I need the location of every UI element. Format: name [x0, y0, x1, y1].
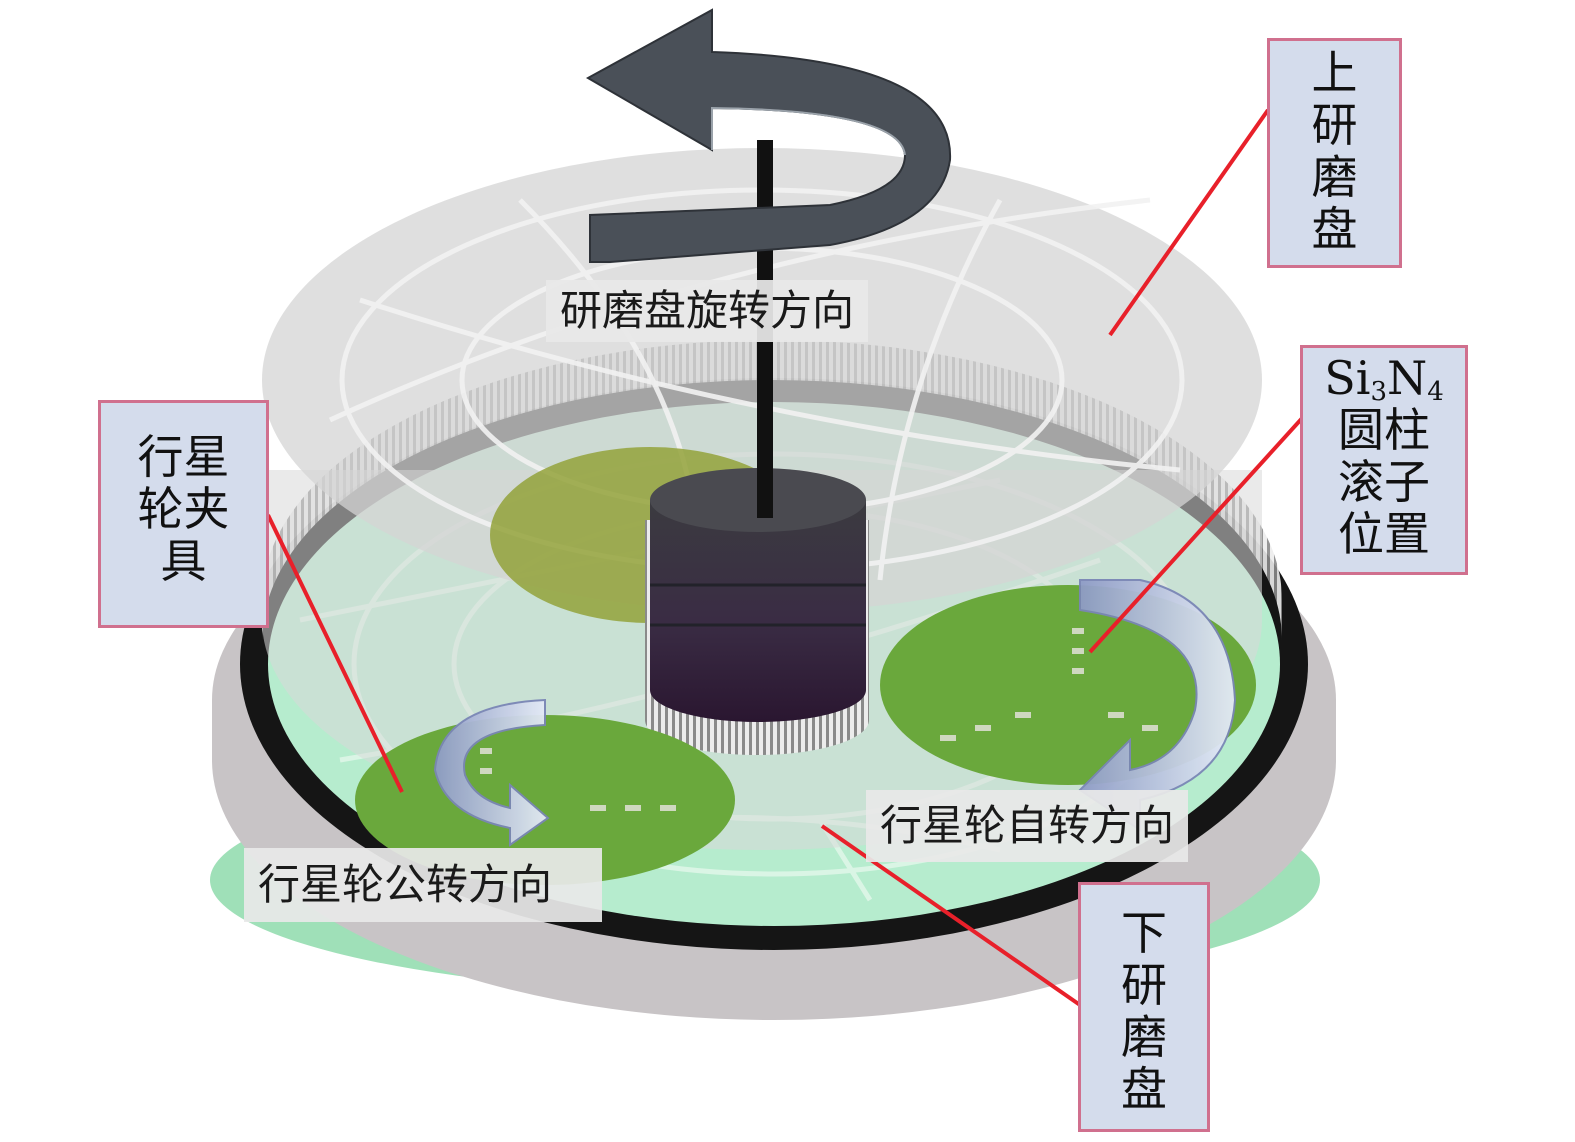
- planet-revolution-label: 行星轮公转方向: [244, 848, 603, 922]
- upper-disc-label: 上研 磨盘: [1267, 38, 1402, 268]
- planet-self-rotation-label: 行星轮自转方向: [866, 790, 1189, 862]
- leader-roller: [1088, 413, 1307, 654]
- roller-position-label: Si3N4 圆柱滚子 位置: [1300, 345, 1468, 575]
- roller-formula: Si3N4: [1324, 351, 1444, 407]
- revolution-arrow-icon: [433, 698, 550, 847]
- leader-planet-fixture: [266, 514, 404, 793]
- planet-fixture-label: 行星轮夹 具: [98, 400, 269, 628]
- disc-rotation-label: 研磨盘旋转方向: [546, 280, 869, 342]
- lower-disc-label: 下研 磨盘: [1078, 882, 1210, 1132]
- leader-lower-disc: [820, 824, 1082, 1007]
- leader-upper-disc: [1108, 108, 1270, 337]
- rotation-arrow-icon: [585, 8, 952, 263]
- leader-lines: [266, 108, 1307, 1007]
